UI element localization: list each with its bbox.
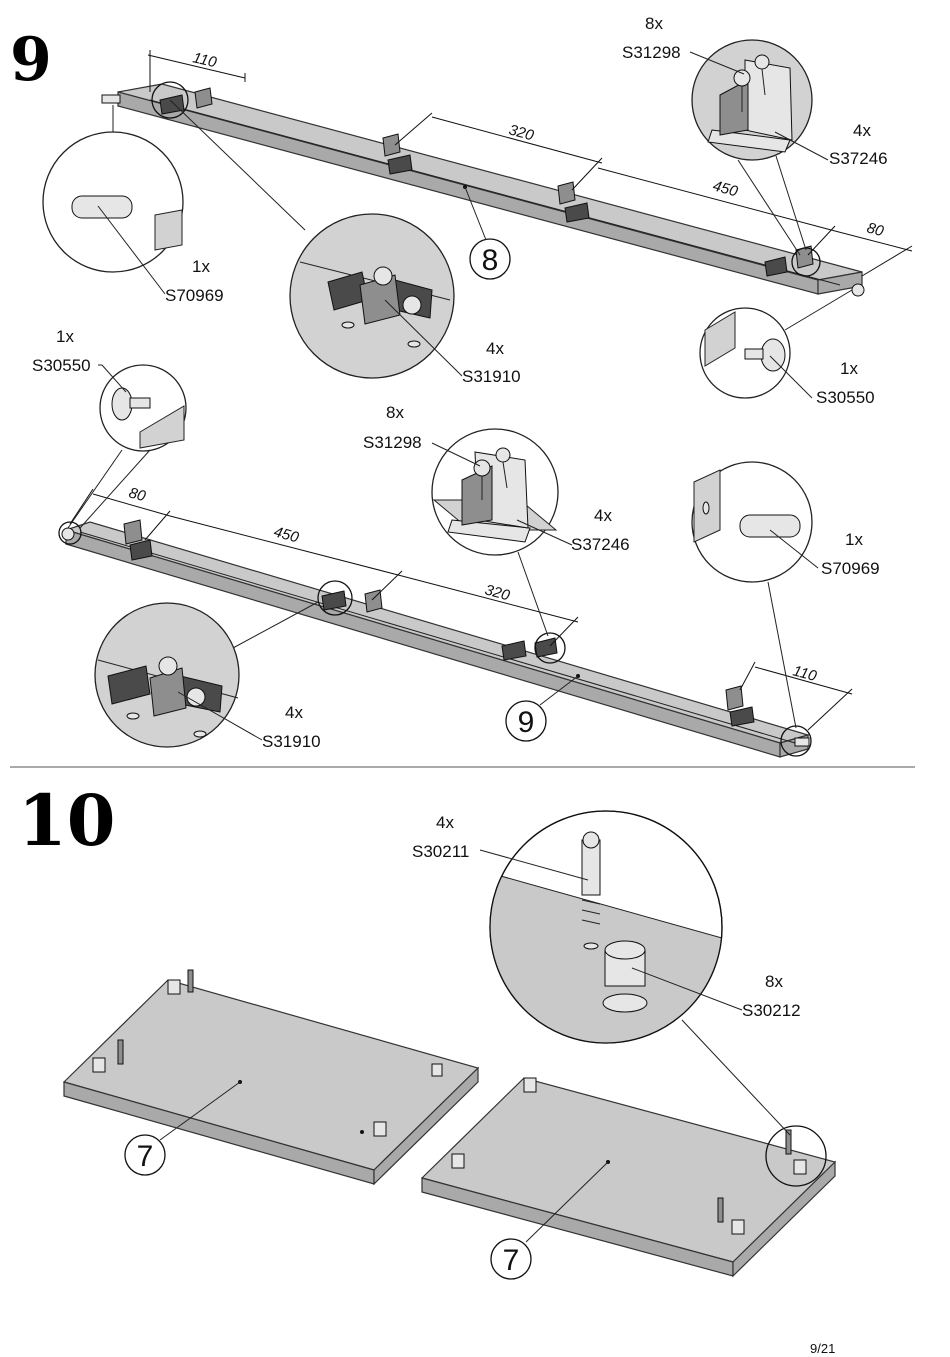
step-number-9: 9 (10, 25, 52, 95)
screw-icon (373, 266, 393, 286)
callout-code-cam: S30212 (742, 1001, 801, 1020)
callout-code-cam-top: S31910 (462, 367, 521, 386)
dowel-right-icon (851, 283, 865, 297)
zoom-pin-left (42, 105, 184, 273)
callout-qty-bracket-bottom: 4x (594, 506, 612, 525)
zoom-dowel-right (699, 289, 853, 399)
dim-320-top: 320 (507, 121, 536, 144)
pin-left-icon (101, 94, 121, 104)
callout-qty-screw-bottom: 8x (386, 403, 404, 422)
zoom-bolt-cam (489, 810, 791, 1136)
dim-110-top: 110 (191, 49, 219, 71)
callout-code-dowel-right: S30550 (816, 388, 875, 407)
panel-9-drawing (58, 519, 812, 758)
part-number-7-left: 7 (137, 1140, 154, 1173)
callout-qty-cam: 8x (765, 972, 783, 991)
callout-code-pin-left: S70969 (165, 286, 224, 305)
callout-code-bracket-top: S37246 (829, 149, 888, 168)
callout-code-bracket-bottom: S37246 (571, 535, 630, 554)
callout-code-cam-bottom: S31910 (262, 732, 321, 751)
part-number-badge-7-left (124, 1134, 166, 1176)
callout-qty-cam-bottom: 4x (285, 703, 303, 722)
callout-code-screw-bottom: S31298 (363, 433, 422, 452)
callout-qty-bolt: 4x (436, 813, 454, 832)
panel-7-right-drawing (420, 1077, 837, 1278)
pin-icon (71, 195, 133, 219)
callout-qty-bracket-top: 4x (853, 121, 871, 140)
zoom-bracket-bottom (431, 428, 559, 637)
panel-9-brackets (123, 519, 755, 727)
part-number-9: 9 (518, 706, 535, 739)
dim-80-top: 80 (865, 219, 886, 240)
dim-80-bottom: 80 (127, 484, 148, 505)
dowel-icon (760, 338, 786, 372)
callout-qty-dowel-right: 1x (840, 359, 858, 378)
panel-9-dimensions: 80 450 320 110 (69, 484, 853, 731)
zoom-bracket-top (691, 39, 813, 256)
panel-8-dimensions: 110 320 450 80 (147, 49, 913, 277)
dim-450-top: 450 (711, 177, 740, 200)
callout-qty-pin-left: 1x (192, 257, 210, 276)
page-number: 9/21 (810, 1341, 835, 1356)
callout-qty-dowel-left: 1x (56, 327, 74, 346)
dim-320-bottom: 320 (483, 581, 512, 604)
callout-code-pin-right: S70969 (821, 559, 880, 578)
dowel-left-icon (61, 527, 75, 541)
callout-code-dowel-left: S30550 (32, 356, 91, 375)
callout-qty-screw-top: 8x (645, 14, 663, 33)
panel-8-brackets (159, 87, 814, 277)
callout-code-bolt: S30211 (412, 842, 469, 861)
part-number-8: 8 (482, 244, 499, 277)
panel-7-left-drawing (62, 969, 480, 1186)
zoom-cam-bottom (94, 601, 319, 748)
callout-qty-pin-right: 1x (845, 530, 863, 549)
part-number-badge-9 (505, 700, 547, 742)
callout-code-screw-top: S31298 (622, 43, 681, 62)
part-number-badge-8 (469, 238, 511, 280)
pin-right-icon (794, 737, 810, 747)
part-number-7-right: 7 (503, 1244, 520, 1277)
panel-8-drawing (101, 81, 865, 297)
callout-qty-cam-top: 4x (486, 339, 504, 358)
dim-110-bottom: 110 (791, 662, 819, 685)
dim-450-bottom: 450 (272, 523, 301, 546)
zoom-pin-right (691, 461, 813, 729)
part-number-badge-7-right (490, 1238, 532, 1280)
step-number-10: 10 (18, 779, 115, 862)
